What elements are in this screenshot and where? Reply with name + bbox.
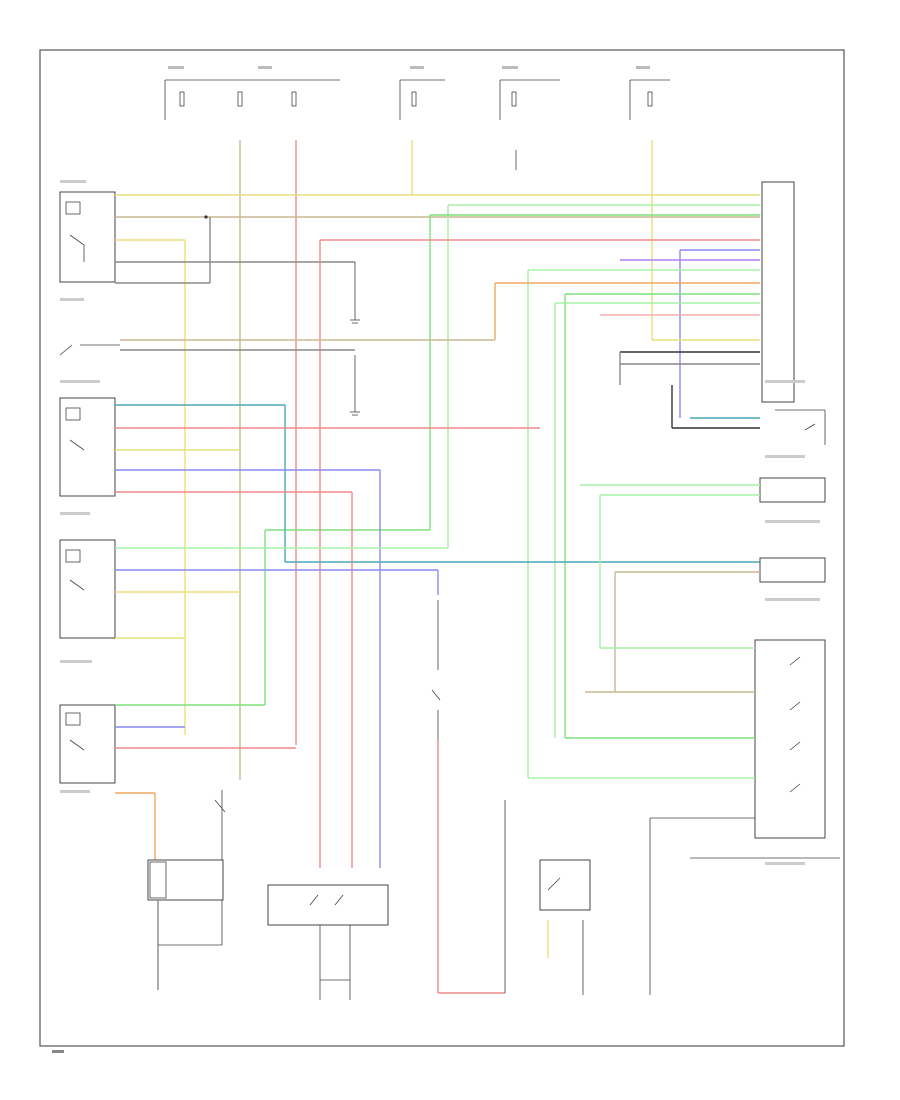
fuse-icon xyxy=(179,91,185,107)
switch-box-bottom-center xyxy=(267,884,389,926)
fuse-icon xyxy=(411,91,417,107)
connector-right-mid xyxy=(759,477,826,503)
connector-right-lower xyxy=(759,557,826,583)
ground-icon xyxy=(350,355,360,416)
relay-mid-left xyxy=(59,397,116,497)
module-right-bottom xyxy=(754,639,826,839)
label-markers xyxy=(52,66,820,1053)
switch-center xyxy=(431,600,441,740)
module-right-upper xyxy=(775,409,826,445)
fuse-icon xyxy=(291,91,297,107)
switch-bottom-right xyxy=(539,859,591,911)
fuse-block-top xyxy=(164,79,670,120)
relay-bottom-left xyxy=(59,704,116,784)
motor-bottom-left xyxy=(147,790,226,901)
splice-dot xyxy=(204,215,208,219)
connector-right xyxy=(761,181,795,403)
fuse-icon xyxy=(647,91,653,107)
diagram-frame xyxy=(39,49,845,1047)
relay-lower-left xyxy=(59,539,116,639)
fuse-icon xyxy=(237,91,243,107)
relay-top-left xyxy=(59,191,116,283)
fuse-icon xyxy=(511,91,517,107)
ground-icon xyxy=(350,262,360,324)
switch-left-mid xyxy=(59,344,120,356)
